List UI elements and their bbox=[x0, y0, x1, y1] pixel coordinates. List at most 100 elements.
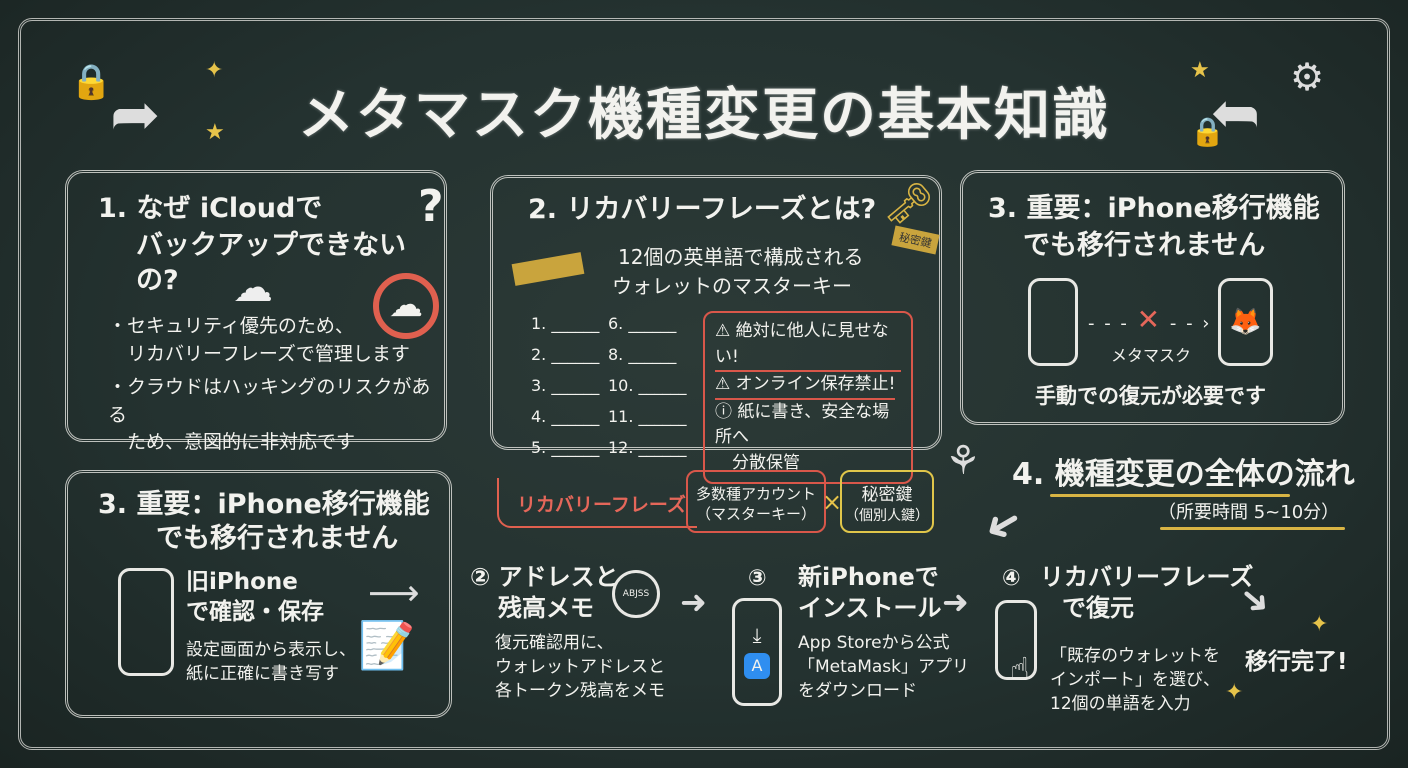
word-slot: 1. ______ bbox=[531, 314, 600, 333]
section-2-card: 2. リカバリーフレーズとは? 🗝 秘密鍵 12個の英単語で構成される ウォレッ… bbox=[490, 175, 942, 484]
word-slot: 6. ______ bbox=[608, 314, 677, 333]
bullet-text: ため、意図的に非対応です bbox=[108, 431, 356, 454]
section-3-card-right: 3. 重要：iPhone移行機能 でも移行されません - - - ✕ - - ›… bbox=[960, 170, 1345, 425]
box-line: 秘密鍵 bbox=[861, 485, 913, 505]
step-1-desc: 設定画面から表示し、 紙に正確に書き写す bbox=[186, 639, 356, 687]
word-slots-left: 1. ______ 2. ______ 3. ______ 4. ______ … bbox=[531, 308, 599, 463]
step-2-title: ② アドレスと 残高メモ bbox=[470, 562, 619, 624]
section-3-heading-2: でも移行されません bbox=[1023, 230, 1266, 261]
word-slot: 2. ______ bbox=[531, 345, 600, 364]
step-3-number: ③ bbox=[748, 566, 767, 591]
desc-line: 各トークン残高をメモ bbox=[495, 680, 665, 701]
desc-line: ウォレットのマスターキー bbox=[612, 274, 852, 298]
box-line: （個別人鍵） bbox=[845, 507, 929, 524]
bullet-text: ・クラウドはハッキングのリスクがある bbox=[108, 376, 431, 426]
word-slot: 4. ______ bbox=[531, 407, 600, 426]
section-2-heading: 2. リカバリーフレーズとは? bbox=[528, 194, 877, 225]
section-1-heading-2: バックアップできないの? bbox=[136, 230, 406, 297]
title-line: インストール bbox=[798, 594, 942, 623]
title-line: で確認・保存 bbox=[186, 598, 324, 625]
desc-line: 12個の単語を入力 bbox=[1050, 693, 1191, 714]
section-2-desc: 12個の英単語で構成される ウォレットのマスターキー bbox=[612, 243, 864, 301]
step-4-desc: 「既存のウォレットを インポート」を選び、 12個の単語を入力 bbox=[1050, 645, 1220, 716]
title-line: リカバリーフレーズ bbox=[1040, 563, 1254, 591]
title-line: 新iPhoneで bbox=[798, 563, 939, 591]
sparkle-icon: ✦ bbox=[1310, 612, 1329, 637]
new-iphone-icon: ⤓ A bbox=[732, 598, 782, 706]
secret-key-tag: 秘密鍵 bbox=[891, 225, 940, 255]
flower-icon: ⚘ bbox=[945, 438, 981, 484]
section-1-bullets: ・セキュリティ優先のため、 リカバリーフレーズで管理します ・クラウドはハッキン… bbox=[108, 313, 444, 457]
word-slot: 11. ______ bbox=[608, 407, 687, 426]
word-slot: 3. ______ bbox=[531, 376, 600, 395]
warning-box: ⚠ 絶対に他人に見せない! ⚠ オンライン保存禁止! ⓘ 紙に書き、安全な場所へ… bbox=[703, 311, 913, 484]
word-slots-right: 6. ______ 8. ______ 10. ______ 11. _____… bbox=[608, 308, 687, 463]
download-icon: ⤓ bbox=[752, 623, 762, 647]
lock-icon: 🔒 bbox=[70, 62, 113, 102]
metamask-label: メタマスク bbox=[1111, 346, 1192, 365]
title-line: 旧iPhone bbox=[186, 569, 298, 595]
desc-line: 「既存のウォレットを bbox=[1050, 646, 1220, 666]
step-4-number: ④ bbox=[1002, 566, 1021, 591]
word-slot: 10. ______ bbox=[608, 376, 687, 395]
master-key-box: 多数種アカウント （マスターキー） bbox=[686, 470, 826, 533]
gear-icon: ⚙ bbox=[1290, 55, 1325, 99]
key-icon: 🗝 bbox=[883, 181, 934, 227]
step-4-title: リカバリーフレーズ で復元 bbox=[1040, 562, 1253, 624]
desc-line: 設定画面から表示し、 bbox=[186, 640, 356, 660]
step-3-title: 新iPhoneで インストール bbox=[798, 562, 942, 624]
desc-line: 12個の英単語で構成される bbox=[618, 245, 864, 269]
step-2-desc: 復元確認用に、 ウォレットアドレスと 各トークン残高をメモ bbox=[495, 632, 665, 703]
app-store-icon: A bbox=[744, 653, 770, 679]
word-slot: 5. ______ bbox=[531, 438, 600, 457]
section-1-card: 1. なぜ iCloudで バックアップできないの? ? ☁ ☁ ・セキュリティ… bbox=[65, 170, 447, 453]
desc-line: 「MetaMask」アプリ bbox=[798, 656, 969, 677]
magnifier-icon: ABJSS bbox=[612, 570, 660, 618]
duration-text: （所要時間 5~10分） bbox=[1158, 502, 1340, 523]
new-phone-metamask-icon: 🦊 bbox=[1218, 278, 1273, 366]
desc-line: インポート」を選び、 bbox=[1050, 669, 1220, 690]
old-iphone-icon bbox=[118, 568, 174, 676]
bullet-text: ・セキュリティ優先のため、 bbox=[108, 315, 354, 337]
section-4-heading: 4. 機種変更の全体の流れ bbox=[1012, 457, 1355, 492]
warning-text: 分散保管 bbox=[715, 452, 800, 473]
migration-complete: 移行完了! bbox=[1245, 649, 1348, 675]
ribbon-banner bbox=[511, 252, 585, 286]
bullet-text: リカバリーフレーズで管理します bbox=[108, 342, 410, 365]
hand-tap-icon: ☝ bbox=[1010, 650, 1030, 688]
red-arrow-line bbox=[497, 478, 697, 528]
paper-pencil-icon: 📝 bbox=[358, 618, 416, 672]
chalk-frame bbox=[18, 18, 1390, 750]
section-1-heading: 1. なぜ iCloudで bbox=[98, 193, 323, 224]
box-line: 多数種アカウント bbox=[695, 485, 816, 503]
old-phone-icon bbox=[1028, 278, 1078, 366]
manual-restore-note: 手動での復元が必要です bbox=[1035, 384, 1266, 408]
title-line: 残高メモ bbox=[498, 594, 594, 623]
lock-icon: 🔒 bbox=[1190, 115, 1225, 148]
arrow-icon: ➜ bbox=[680, 583, 707, 621]
sparkle-icon: ✦ bbox=[1225, 680, 1244, 705]
step-3-desc: App Storeから公式 「MetaMask」アプリ をダウンロード bbox=[798, 632, 969, 703]
times-sign: × bbox=[822, 488, 843, 516]
title-line: で復元 bbox=[1062, 594, 1134, 623]
warning-text: ⚠ オンライン保存禁止! bbox=[715, 372, 896, 400]
recovery-phrase-label: リカバリーフレーズ bbox=[517, 494, 686, 516]
warning-text: ⚠ 絶対に他人に見せない! bbox=[715, 319, 901, 372]
no-cloud-icon: ☁ bbox=[373, 273, 439, 339]
sparkle-icon: ✦ bbox=[205, 58, 224, 83]
word-slot: 12. ______ bbox=[608, 438, 687, 457]
dashed-arrow: - - - ✕ - - › bbox=[1088, 303, 1212, 336]
cloud-icon: ☁ bbox=[233, 265, 273, 311]
step-1-title: 旧iPhone で確認・保存 bbox=[186, 568, 324, 628]
title-line: ② アドレスと bbox=[470, 563, 619, 591]
box-line: （マスターキー） bbox=[695, 505, 816, 524]
desc-line: をダウンロード bbox=[798, 680, 917, 701]
desc-line: 復元確認用に、 bbox=[495, 633, 614, 653]
section-3-heading-2: でも移行されません bbox=[156, 523, 399, 554]
question-mark-icon: ? bbox=[418, 181, 444, 232]
gold-underline bbox=[1050, 494, 1290, 497]
section-3-card-left: 3. 重要：iPhone移行機能 でも移行されません 旧iPhone で確認・保… bbox=[65, 470, 452, 718]
desc-line: ウォレットアドレスと bbox=[495, 656, 665, 677]
arrow-icon: ⟶ bbox=[368, 573, 420, 614]
page-title: メタマスク機種変更の基本知識 bbox=[298, 83, 1110, 148]
